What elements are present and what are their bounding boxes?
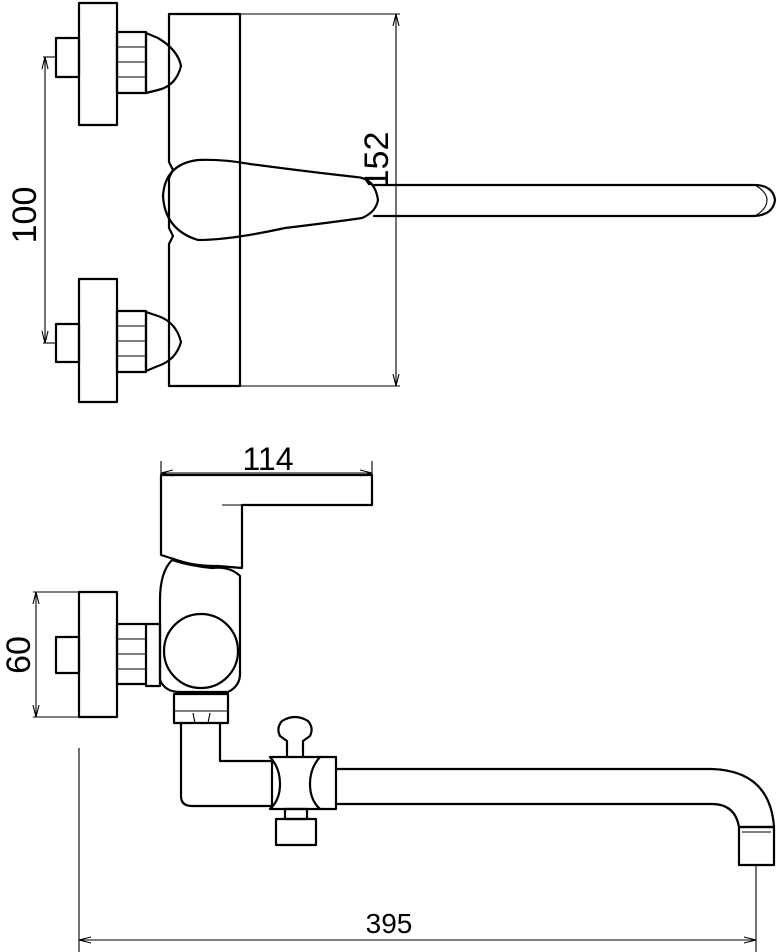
dimension-152-label: 152 — [358, 132, 396, 189]
diverter-block — [268, 755, 322, 811]
diverter-knob — [277, 715, 313, 759]
spout-side — [334, 767, 776, 829]
down-elbow — [179, 721, 274, 808]
side-view: 114 60 395 — [0, 441, 776, 952]
dimension-114: 114 — [160, 441, 373, 477]
dimension-60-label: 60 — [0, 636, 38, 674]
bottom-outlet — [283, 807, 309, 821]
dimension-100-label: 100 — [6, 187, 44, 244]
top-view: 152 100 — [6, 1, 777, 404]
mixer-body-top — [167, 12, 242, 388]
dimension-100: 100 — [6, 56, 56, 344]
spout-top — [372, 183, 777, 218]
upper-eccentric — [144, 31, 183, 95]
dimension-152: 152 — [240, 13, 400, 387]
lower-eccentric — [144, 310, 183, 373]
body-outlet-nut — [172, 692, 230, 725]
upper-wall-flange — [54, 1, 119, 127]
dimension-395-label: 395 — [366, 908, 413, 939]
cartridge-cap — [162, 612, 240, 690]
dimension-114-label: 114 — [242, 441, 293, 477]
dimension-395: 395 — [78, 748, 757, 952]
lower-wall-flange — [54, 277, 119, 404]
dimension-60: 60 — [0, 591, 79, 718]
upper-hex-nut — [115, 30, 148, 95]
side-wall-flange — [54, 590, 119, 719]
mixer-body-side — [158, 558, 242, 694]
aerator — [737, 825, 776, 867]
side-hex-nut — [115, 622, 148, 686]
lever-handle-top — [161, 158, 380, 242]
lever-handle-side — [159, 473, 374, 570]
lower-hex-nut — [115, 309, 148, 374]
